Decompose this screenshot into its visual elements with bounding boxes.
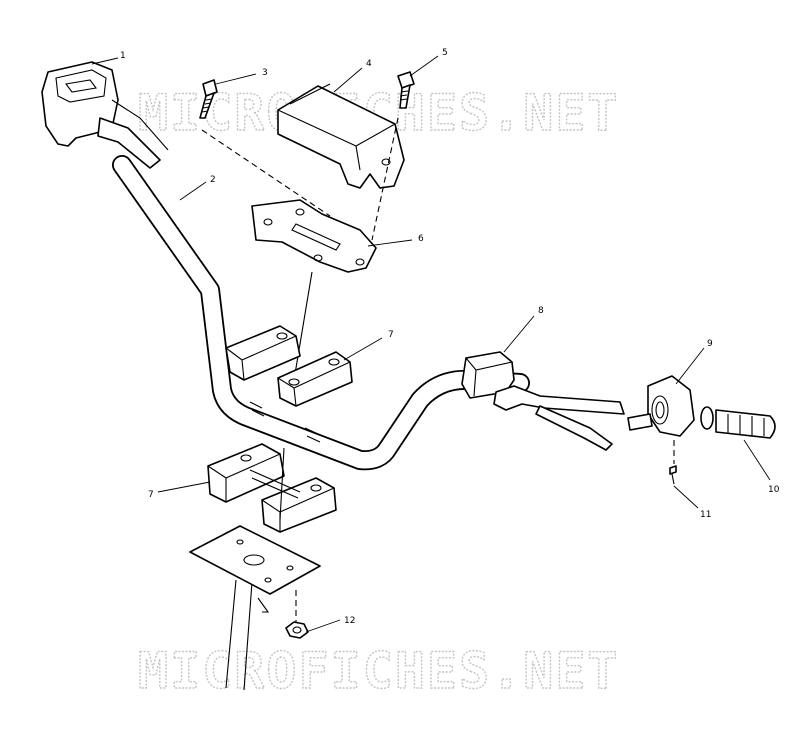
master-cylinder-part-8 xyxy=(461,351,625,451)
left-control-assembly xyxy=(41,61,169,169)
upper-clamp-blocks-part-7 xyxy=(225,325,353,407)
steering-post xyxy=(225,579,270,691)
upper-plate-part-6 xyxy=(251,199,377,273)
grip-part-10 xyxy=(700,406,776,439)
callout-6: 6 xyxy=(418,234,424,244)
callout-10: 10 xyxy=(768,485,780,495)
lower-plate xyxy=(189,525,321,595)
watermark-top: MICROFICHES.NET xyxy=(138,84,620,142)
screw-part-3 xyxy=(199,79,218,119)
screw-part-11 xyxy=(669,465,677,485)
watermark-bottom: MICROFICHES.NET xyxy=(138,642,620,700)
throttle-housing-part-9 xyxy=(627,375,695,437)
callout-3: 3 xyxy=(262,68,268,78)
callout-11: 11 xyxy=(700,510,711,520)
callout-2: 2 xyxy=(210,175,216,185)
callout-7-upper: 7 xyxy=(388,330,394,340)
lower-clamp-blocks-part-7 xyxy=(207,443,337,533)
nut-part-12 xyxy=(285,621,309,639)
leader-lines xyxy=(91,55,771,633)
callout-5: 5 xyxy=(442,48,448,58)
callout-7-lower: 7 xyxy=(148,490,154,500)
callout-labels: 1 2 3 4 5 6 7 7 8 9 10 11 12 xyxy=(120,48,780,626)
callout-9: 9 xyxy=(707,339,713,349)
callout-4: 4 xyxy=(366,59,372,69)
callout-1: 1 xyxy=(120,51,126,61)
handlebar-tube xyxy=(112,155,530,471)
callout-8: 8 xyxy=(538,306,544,316)
clamp-cover-part-4 xyxy=(277,83,405,189)
callout-12: 12 xyxy=(344,616,355,626)
